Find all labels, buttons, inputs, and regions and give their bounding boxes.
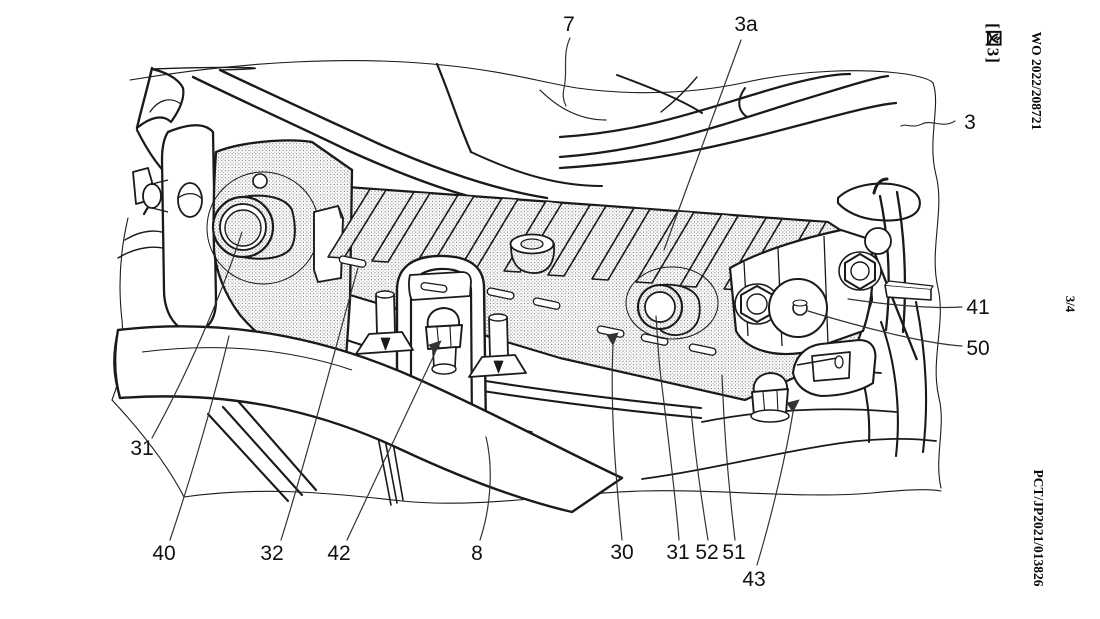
ref-label-42: 42 — [327, 542, 350, 565]
vent-slots — [338, 255, 717, 356]
left-bracket — [142, 124, 233, 348]
leader-7 — [562, 37, 571, 107]
sheet-page-indicator: 3/4 — [1063, 295, 1078, 313]
application-number: PCT/JP2021/013826 — [1031, 469, 1046, 587]
ref-label-31-left: 31 — [130, 437, 153, 460]
main-tube — [113, 325, 624, 514]
stud-bolts — [355, 290, 527, 378]
ref-label-50: 50 — [966, 337, 989, 360]
ref-label-7: 7 — [563, 13, 575, 36]
right-connector-boss — [625, 266, 719, 340]
leader-50 — [807, 310, 963, 347]
leader-31-bottom — [655, 315, 680, 541]
leader-8 — [479, 436, 491, 541]
ref-label-52: 52 — [695, 541, 718, 564]
leader-30 — [611, 344, 623, 541]
ref-label-32: 32 — [260, 542, 283, 565]
leader-42 — [346, 352, 436, 541]
reference-numerals: 7 3a 3 41 50 31 40 32 42 8 30 31 52 51 4… — [130, 13, 989, 591]
lower-clevis-bracket — [750, 338, 877, 423]
top-drum-boss — [509, 233, 555, 274]
leader-41 — [847, 298, 963, 309]
publication-number: WO 2022/208721 — [1029, 31, 1044, 131]
ref-label-3a: 3a — [734, 13, 758, 36]
ref-label-30: 30 — [610, 541, 633, 564]
leader-31-left — [151, 231, 243, 439]
ref-label-31-bottom: 31 — [666, 541, 689, 564]
leader-32 — [280, 267, 359, 541]
frame-lines — [111, 60, 942, 506]
leader-40 — [169, 335, 230, 541]
leader-52 — [690, 407, 709, 541]
ref-label-43: 43 — [742, 568, 765, 591]
right-bracket — [728, 227, 934, 361]
washer-disc — [768, 278, 828, 338]
ref-label-8: 8 — [471, 542, 483, 565]
leader-51 — [721, 374, 736, 541]
ref-label-40: 40 — [152, 542, 175, 565]
leader-3 — [900, 120, 956, 127]
ref-label-51: 51 — [722, 541, 745, 564]
leader-3a — [663, 39, 742, 251]
leader-lines — [151, 37, 963, 566]
ref-label-41: 41 — [966, 296, 989, 319]
ref-label-3: 3 — [964, 111, 976, 134]
leader-43 — [756, 411, 794, 566]
figure-tag: [図3] — [983, 23, 1003, 64]
